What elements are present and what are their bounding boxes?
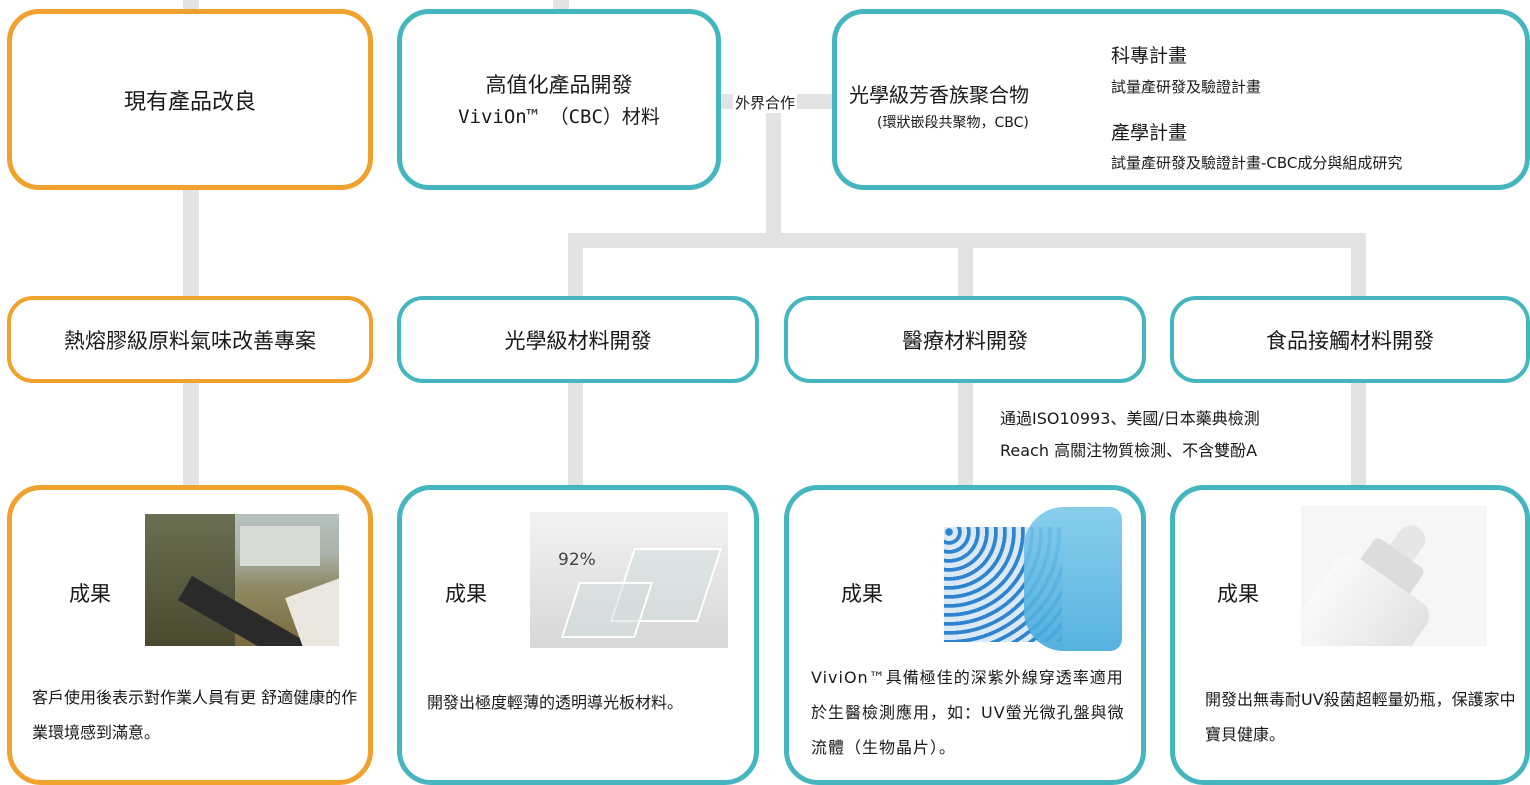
connector-optical-result	[568, 380, 583, 488]
optical-polymer-title: 光學級芳香族聚合物	[849, 83, 1029, 107]
medical-certification-note: 通過ISO10993、美國/日本藥典檢測 Reach 高關注物質檢測、不含雙酚A	[1000, 403, 1260, 467]
result-box-optical: 成果 92% 開發出極度輕薄的透明導光板材料。	[397, 485, 759, 785]
tech-plan-subtitle: 試量產研發及驗證計畫	[1111, 78, 1262, 96]
existing-improvement-title: 現有產品改良	[123, 89, 256, 115]
food-project-title: 食品接觸材料開發	[1266, 328, 1434, 353]
result-label: 成果	[445, 582, 487, 606]
connector-food-result	[1351, 380, 1366, 488]
tech-plan-title: 科專計畫	[1111, 45, 1188, 67]
medical-project-box: 醫療材料開發	[784, 296, 1146, 383]
result-text: ViviOn™具備極佳的深紫外線穿透率適用於生醫檢測應用，如：UV螢光微孔盤與微…	[811, 668, 1125, 757]
connector-drop-medical	[958, 233, 973, 299]
industry-plan-title: 產學計畫	[1111, 122, 1188, 144]
glass-percent-label: 92%	[558, 550, 596, 570]
connector-drop-food	[1351, 233, 1366, 299]
optical-project-box: 光學級材料開發	[397, 296, 759, 383]
result-label: 成果	[841, 582, 883, 606]
connector-drop-optical	[568, 233, 583, 299]
food-project-box: 食品接觸材料開發	[1170, 296, 1530, 383]
result-text: 開發出無毒耐UV殺菌超輕量奶瓶，保護家中寶貝健康。	[1205, 690, 1516, 744]
industry-plan-subtitle: 試量產研發及驗證計畫-CBC成分與組成研究	[1111, 154, 1403, 172]
medical-project-title: 醫療材料開發	[902, 328, 1028, 353]
high-value-box: 高值化產品開發 ViviOn™ （CBC）材料	[397, 9, 721, 190]
cooperation-box: 光學級芳香族聚合物 (環狀嵌段共聚物，CBC) 科專計畫 試量產研發及驗證計畫 …	[832, 9, 1530, 190]
result-text: 開發出極度輕薄的透明導光板材料。	[427, 693, 684, 712]
light-guide-plate-photo: 92%	[530, 512, 728, 648]
result-label: 成果	[1217, 582, 1259, 606]
high-value-title: 高值化產品開發	[485, 72, 633, 97]
optical-project-title: 光學級材料開發	[504, 328, 652, 353]
cooperation-label: 外界合作	[733, 92, 798, 113]
result-box-food: 成果 開發出無毒耐UV殺菌超輕量奶瓶，保護家中寶貝健康。	[1170, 485, 1530, 785]
result-label: 成果	[69, 582, 111, 606]
medical-note-line2: Reach 高關注物質檢測、不含雙酚A	[1000, 441, 1258, 460]
high-value-subtitle: ViviOn™ （CBC）材料	[458, 105, 660, 128]
result-text: 客戶使用後表示對作業人員有更 舒適健康的作業環境感到滿意。	[32, 688, 358, 742]
baby-bottle-photo	[1301, 506, 1487, 646]
hotmelt-project-box: 熱熔膠級原料氣味改善專案	[7, 296, 373, 383]
hose-worker-photo	[145, 514, 339, 646]
existing-improvement-box: 現有產品改良	[7, 9, 373, 190]
microplate-photo	[932, 505, 1122, 651]
result-box-medical: 成果 ViviOn™具備極佳的深紫外線穿透率適用於生醫檢測應用，如：UV螢光微孔…	[784, 485, 1146, 785]
connector-center-vertical	[766, 100, 781, 242]
medical-note-line1: 通過ISO10993、美國/日本藥典檢測	[1000, 409, 1260, 428]
connector-medical-result	[958, 380, 973, 488]
hotmelt-project-title: 熱熔膠級原料氣味改善專案	[64, 328, 316, 353]
result-box-hotmelt: 成果 客戶使用後表示對作業人員有更 舒適健康的作業環境感到滿意。	[7, 485, 373, 785]
optical-polymer-subtitle: (環狀嵌段共聚物，CBC)	[877, 115, 1029, 131]
